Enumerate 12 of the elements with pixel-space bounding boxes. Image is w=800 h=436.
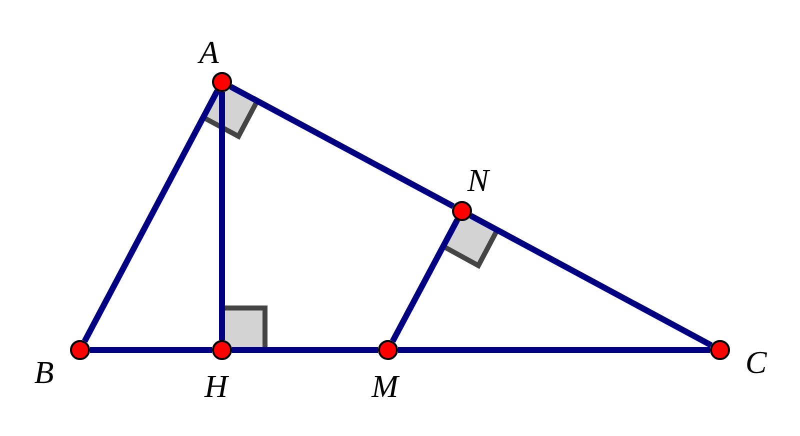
point-label: M (372, 370, 398, 402)
line-segment (82, 89, 220, 343)
line-segment (219, 92, 225, 340)
point-label: C (745, 346, 767, 378)
point-label: N (467, 164, 489, 196)
line-segment (398, 347, 710, 353)
line-segment (90, 347, 212, 353)
point-label: B (34, 356, 54, 388)
point-label: H (204, 370, 228, 402)
point-label: A (199, 36, 219, 68)
line-segment (232, 347, 378, 353)
line-segment (390, 218, 460, 343)
